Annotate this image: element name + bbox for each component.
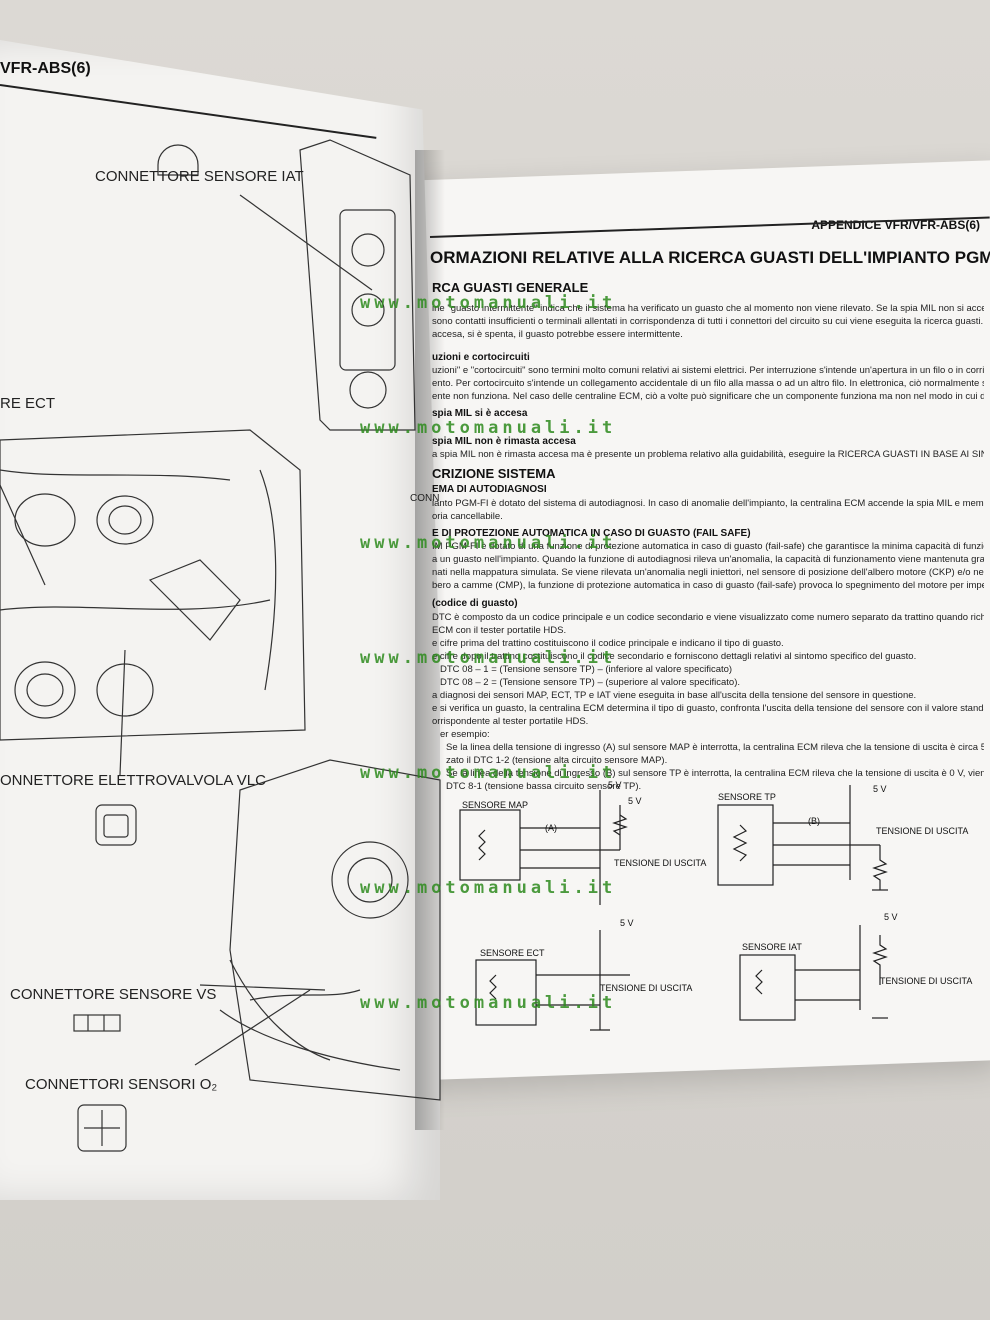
para-24: Se la linea della tensione di ingresso (… [446,742,984,753]
para-10: IM PGM-FI è dotato di una funzione di pr… [432,541,984,552]
o2-connector-icon [77,1104,127,1152]
vs-connector-icon [73,1014,121,1032]
para-13: bero a camme (CMP), la funzione di prote… [432,580,984,591]
diag-ect-name: SENSORE ECT [480,948,545,958]
para-15: ECM con il tester portatile HDS. [432,625,567,636]
label-vlc-connector: ONNETTORE ELETTROVALVOLA VLC [0,772,266,789]
sub-fail-safe: E DI PROTEZIONE AUTOMATICA IN CASO DI GU… [432,528,751,539]
diag-iat-name: SENSORE IAT [742,942,802,952]
para-26: Se la linea della tensione di ingresso (… [446,768,984,779]
iat-connector-icon [157,144,199,176]
para-25: zato il DTC 1-2 (tensione alta circuito … [446,755,668,766]
diag-tp-name: SENSORE TP [718,792,776,802]
map-sensor-box [459,809,521,881]
diag-ect-v1: 5 V [620,918,634,928]
label-conn-partial: CONN [410,493,440,504]
para-4: uzioni" e "cortocircuiti" sono termini m… [432,365,984,376]
watermark-2: www.motomanuali.it [360,418,617,438]
iat-sensor-box [739,954,796,1021]
vlc-connector-icon [95,804,137,846]
para-1: ine "guasto intermittente" indica che il… [432,303,984,314]
para-8: ianto PGM-FI è dotato del sistema di aut… [432,498,984,509]
diag-map-v2: 5 V [628,796,642,806]
diag-iat-v1: 5 V [884,912,898,922]
para-7: a spia MIL non è rimasta accesa ma è pre… [432,449,984,460]
para-19: DTC 08 – 2 = (Tensione sensore TP) – (su… [440,677,741,688]
para-16: e cifre prima del trattino costituiscono… [432,638,784,649]
para-5: ento. Per cortocircuito s'intende un col… [432,378,984,389]
label-vs-connector: CONNETTORE SENSORE VS [10,986,217,1003]
para-27: DTC 8-1 (tensione bassa circuito sensore… [446,781,642,792]
label-ect-connector: RE ECT [0,395,56,412]
diag-map-out: TENSIONE DI USCITA [614,858,707,868]
watermark-4: www.motomanuali.it [360,648,617,668]
left-page [0,40,440,1200]
label-o2-connectors: CONNETTORI SENSORI O₂ [25,1076,218,1093]
watermark-6: www.motomanuali.it [360,878,617,898]
watermark-3: www.motomanuali.it [360,533,617,553]
para-20: a diagnosi dei sensori MAP, ECT, TP e IA… [432,690,917,701]
para-21: e si verifica un guasto, la centralina E… [432,703,984,714]
para-22: orrispondente al tester portatile HDS. [432,716,589,727]
sub-self-diag: EMA DI AUTODIAGNOSI [432,484,547,495]
diag-tp-out: TENSIONE DI USCITA [876,826,969,836]
para-23: er esempio: [440,729,490,740]
diag-tp-line: (B) [808,816,820,826]
diag-map-v1: 5 V [608,780,622,790]
diag-map-line: (A) [545,823,557,833]
watermark-5: www.motomanuali.it [360,763,617,783]
sub-dtc: (codice di guasto) [432,598,518,609]
para-12: nati nella mappatura simulata. Se viene … [432,567,984,578]
ect-sensor-box [475,959,537,1026]
para-9: oria cancellabile. [432,511,503,522]
right-page-title: ORMAZIONI RELATIVE ALLA RICERCA GUASTI D… [430,248,990,267]
section-general: RCA GUASTI GENERALE [432,280,589,295]
left-page-header: VFR-ABS(6) [0,60,91,77]
diag-map-name: SENSORE MAP [462,800,529,810]
sub-mil-on: spia MIL si è accesa [432,408,528,419]
para-6: ente non funziona. Nel caso delle centra… [432,391,984,402]
diag-tp-v1: 5 V [873,784,887,794]
label-iat-connector: CONNETTORE SENSORE IAT [95,168,304,185]
sub-interruptions: uzioni e cortocircuiti [432,352,530,363]
para-18: DTC 08 – 1 = (Tensione sensore TP) – (in… [440,664,733,675]
watermark-1: www.motomanuali.it [360,293,617,313]
para-3: accesa, si è spenta, il guasto potrebbe … [432,329,683,340]
para-2: sono contatti insufficienti o terminali … [432,316,984,327]
diag-iat-out: TENSIONE DI USCITA [880,976,973,986]
tp-sensor-box [717,804,774,886]
para-11: a un guasto nell'impianto. Quando la fun… [432,554,984,565]
sub-mil-off: spia MIL non è rimasta accesa [432,436,576,447]
para-14: DTC è composto da un codice principale e… [432,612,984,623]
section-description: CRIZIONE SISTEMA [432,466,556,481]
watermark-7: www.motomanuali.it [360,993,617,1013]
para-17: e cifre dopo il trattino costituiscono i… [432,651,917,662]
diag-ect-out: TENSIONE DI USCITA [600,983,693,993]
